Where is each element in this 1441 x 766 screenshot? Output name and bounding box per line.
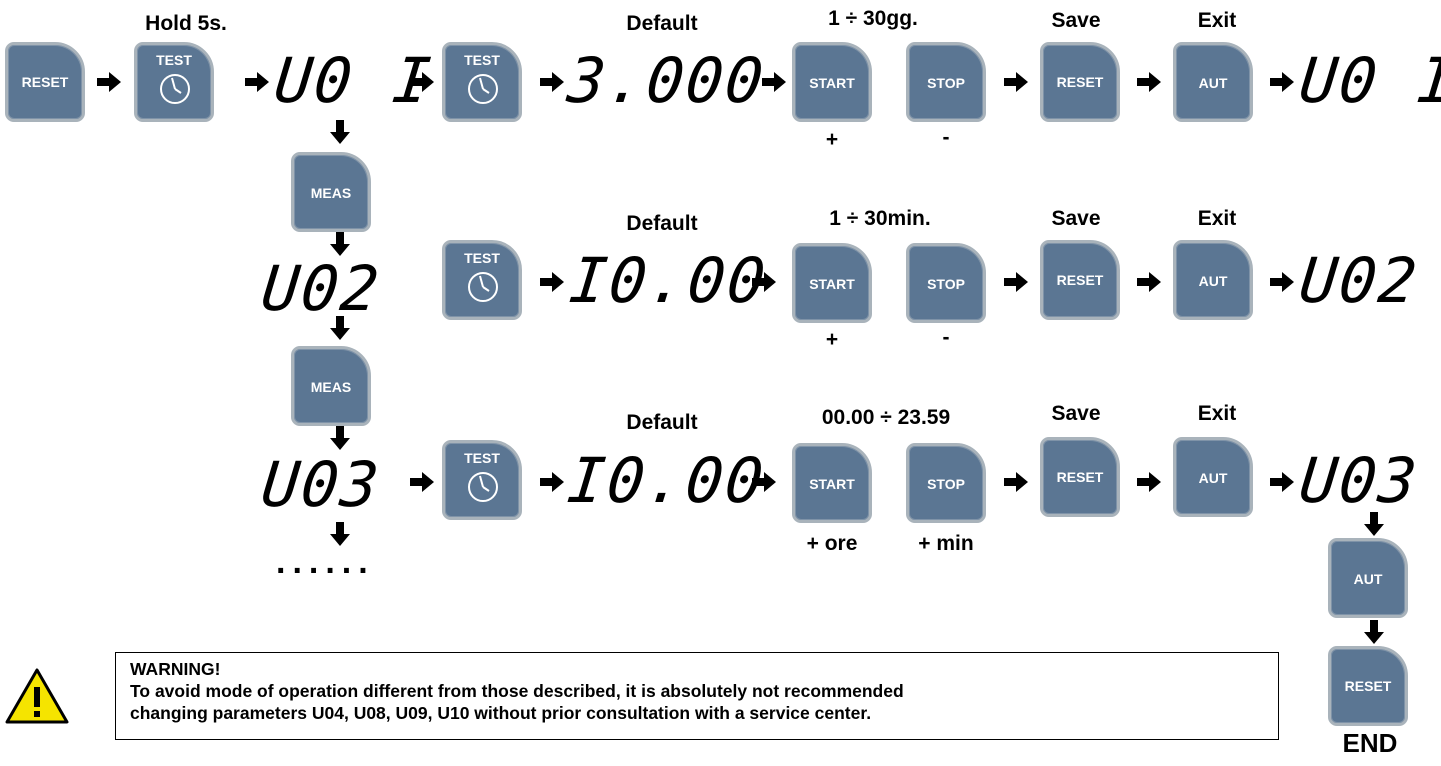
stop-button-row3[interactable]: STOP [906,443,986,523]
stop-button-row1[interactable]: STOP [906,42,986,122]
default-label-row3: Default [626,411,698,434]
right-arrow-icon [1137,272,1161,297]
display-default-row3: I0.00 [564,444,769,517]
save-label-row1: Save [1051,9,1101,32]
right-arrow-icon [1270,272,1294,297]
reset-button-row1[interactable]: RESET [5,42,85,122]
display-u03: U03 [258,448,384,521]
right-arrow-icon [1004,272,1028,297]
aut-button-row1[interactable]: AUT [1173,42,1253,122]
warning-line-2: changing parameters U04, U08, U09, U10 w… [130,703,872,723]
right-arrow-icon [540,472,564,497]
right-arrow-icon [410,72,434,97]
right-arrow-icon [1137,472,1161,497]
exit-label-row2: Exit [1197,207,1237,230]
test-button-row1b[interactable]: TEST [442,42,522,122]
start-button-row2[interactable]: START [792,243,872,323]
reset-button-row2-save[interactable]: RESET [1040,240,1120,320]
clock-icon [160,74,190,104]
down-arrow-icon [330,426,350,455]
warning-line-1: To avoid mode of operation different fro… [130,681,904,701]
minus-label-row2: - [942,326,950,349]
minus-label-row1: - [942,126,950,149]
right-arrow-icon [540,272,564,297]
aut-button-row3[interactable]: AUT [1173,437,1253,517]
default-label-row2: Default [626,212,698,235]
right-arrow-icon [1270,472,1294,497]
right-arrow-icon [1270,72,1294,97]
aut-button-row2[interactable]: AUT [1173,240,1253,320]
right-arrow-icon [1004,72,1028,97]
clock-icon [468,272,498,302]
plus-minutes-label: + min [918,532,974,555]
save-label-row3: Save [1051,402,1101,425]
test-button-row2[interactable]: TEST [442,240,522,320]
reset-button-row1-save[interactable]: RESET [1040,42,1120,122]
right-arrow-icon [762,72,786,97]
aut-button-end[interactable]: AUT [1328,538,1408,618]
down-arrow-icon [330,232,350,261]
stop-button-row2[interactable]: STOP [906,243,986,323]
display-u01-end: U0 I [1296,44,1441,117]
hold-label: Hold 5s. [145,12,227,35]
right-arrow-icon [410,472,434,497]
right-arrow-icon [540,72,564,97]
start-button-row3[interactable]: START [792,443,872,523]
display-default-row1: 3.000 [564,44,769,117]
test-button-row3[interactable]: TEST [442,440,522,520]
save-label-row2: Save [1051,207,1101,230]
range-label-row1: 1 ÷ 30gg. [828,7,918,30]
plus-label-row2: + [825,328,839,351]
warning-icon [5,668,69,724]
right-arrow-icon [97,72,121,97]
range-label-row2: 1 ÷ 30min. [829,207,931,230]
start-button-row1[interactable]: START [792,42,872,122]
right-arrow-icon [245,72,269,97]
warning-title: WARNING! [130,659,221,679]
plus-label-row1: + [825,128,839,151]
default-label-row1: Default [626,12,698,35]
right-arrow-icon [1004,472,1028,497]
display-u02: U02 [258,252,384,325]
range-label-row3: 00.00 ÷ 23.59 [821,406,951,429]
exit-label-row1: Exit [1197,9,1237,32]
down-arrow-icon [330,316,350,345]
exit-label-row3: Exit [1197,402,1237,425]
test-button-row1[interactable]: TEST [134,42,214,122]
down-arrow-icon [1364,512,1384,541]
meas-button-2[interactable]: MEAS [291,346,371,426]
display-u03-end: U03 [1296,444,1422,517]
display-u02-end: U02 [1296,244,1422,317]
warning-box: WARNING! To avoid mode of operation diff… [115,652,1279,740]
continuation-dots: ...... [276,543,375,581]
plus-hours-label: + ore [806,532,858,555]
clock-icon [468,472,498,502]
reset-button-row3-save[interactable]: RESET [1040,437,1120,517]
right-arrow-icon [1137,72,1161,97]
right-arrow-icon [752,272,776,297]
down-arrow-icon [330,522,350,551]
end-label: END [1342,728,1398,758]
meas-button-1[interactable]: MEAS [291,152,371,232]
right-arrow-icon [752,472,776,497]
display-default-row2: I0.00 [566,244,771,317]
down-arrow-icon [330,120,350,149]
reset-button-end[interactable]: RESET [1328,646,1408,726]
clock-icon [468,74,498,104]
down-arrow-icon [1364,620,1384,649]
